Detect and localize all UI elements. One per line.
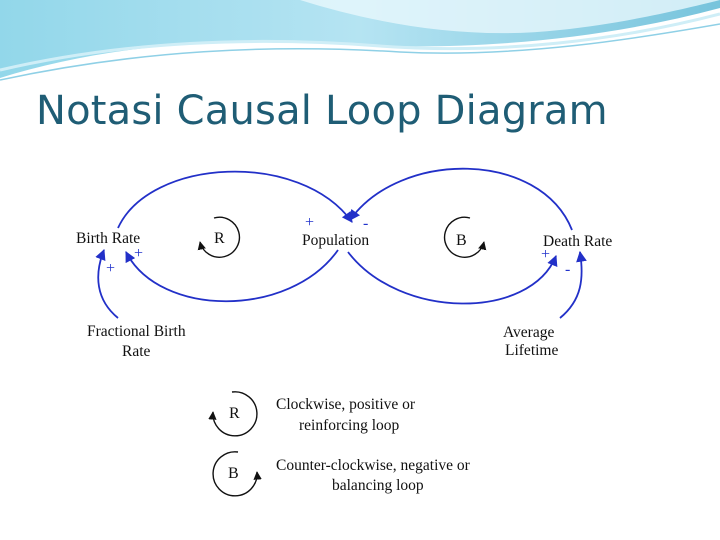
link-average-lifetime-to-deathrate — [559, 250, 587, 319]
polarity-life-to-death: - — [565, 261, 570, 278]
link-birthrate-to-population — [117, 170, 353, 229]
legend-reinforcing-line2: reinforcing loop — [299, 417, 400, 434]
legend-reinforcing: R Clockwise, positive or reinforcing loo… — [208, 391, 416, 437]
polarity-frac-to-birth: + — [106, 260, 115, 277]
legend-reinforcing-line1: Clockwise, positive or — [276, 396, 416, 413]
header-wave-decoration — [0, 0, 720, 81]
legend-balancing-line1: Counter-clockwise, negative or — [276, 457, 471, 474]
polarity-pop-to-death: + — [541, 246, 550, 263]
loop-letter-b: B — [456, 232, 467, 249]
balancing-loop-marker: B — [443, 216, 487, 258]
node-population: Population — [302, 232, 369, 249]
legend-letter-r: R — [229, 405, 240, 422]
node-average-lifetime-line1: Average — [503, 324, 554, 341]
legend-balancing-line2: balancing loop — [332, 477, 424, 494]
polarity-birth-to-pop: + — [305, 214, 314, 231]
node-average-lifetime-line2: Lifetime — [505, 342, 558, 359]
node-death-rate: Death Rate — [543, 233, 612, 250]
polarity-death-to-pop: - — [363, 215, 368, 232]
node-fractional-birth-rate-line2: Rate — [122, 343, 151, 360]
loop-letter-r: R — [214, 230, 225, 247]
legend-letter-b: B — [228, 465, 239, 482]
polarity-pop-to-birth: + — [134, 245, 143, 262]
link-deathrate-to-population — [349, 167, 573, 231]
node-fractional-birth-rate-line1: Fractional Birth — [87, 323, 186, 340]
link-population-to-birthrate — [125, 249, 339, 303]
slide-title: Notasi Causal Loop Diagram — [36, 88, 608, 134]
link-population-to-deathrate — [347, 251, 558, 305]
reinforcing-loop-marker: R — [197, 216, 241, 258]
link-fractional-birthrate-to-birthrate — [95, 248, 119, 319]
node-birth-rate: Birth Rate — [76, 230, 140, 247]
legend-balancing: B Counter-clockwise, negative or balanci… — [212, 451, 471, 497]
